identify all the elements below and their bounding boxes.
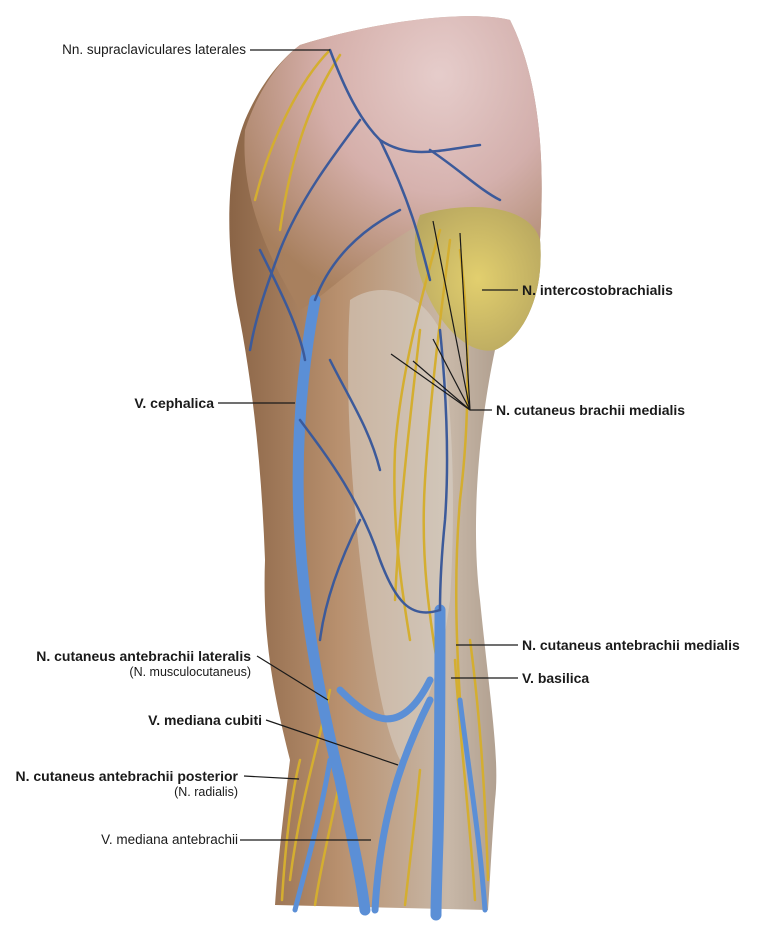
label-nn-supraclaviculares-laterales: Nn. supraclaviculares laterales [62,42,246,57]
label-v-mediana-antebrachii: V. mediana antebrachii [101,832,238,847]
leader-lines [218,49,518,841]
label-n-cutaneus-antebrachii-medialis: N. cutaneus antebrachii medialis [522,637,740,653]
label-n-radialis: (N. radialis) [174,785,238,799]
label-v-basilica: V. basilica [522,670,590,686]
label-n-intercostobrachialis: N. intercostobrachialis [522,282,673,298]
label-n-cutaneus-antebrachii-posterior: N. cutaneus antebrachii posterior [15,768,239,784]
label-v-cephalica: V. cephalica [134,395,214,411]
label-v-mediana-cubiti: V. mediana cubiti [148,712,262,728]
label-n-cutaneus-brachii-medialis: N. cutaneus brachii medialis [496,402,686,418]
nerves [253,48,490,907]
veins [248,48,502,921]
label-n-musculocutaneus: (N. musculocutaneus) [129,665,251,679]
label-n-cutaneus-antebrachii-lateralis: N. cutaneus antebrachii lateralis [36,648,251,664]
